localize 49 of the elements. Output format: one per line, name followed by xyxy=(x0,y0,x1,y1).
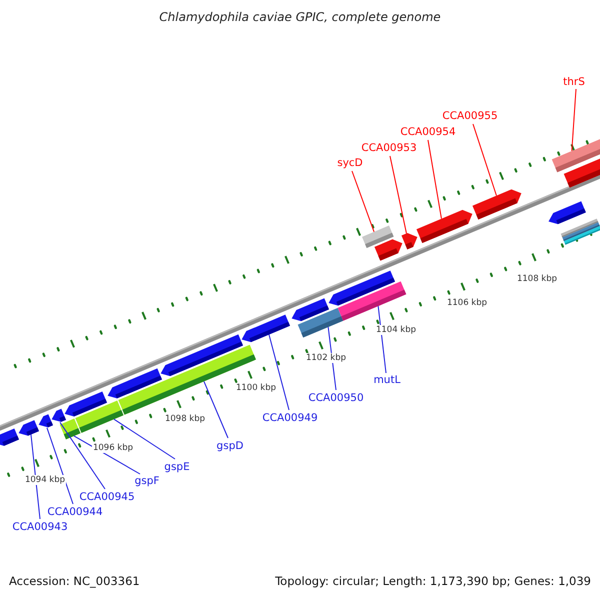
leader-line xyxy=(390,156,407,234)
gene-bar xyxy=(75,400,124,433)
gene-label: CCA00953 xyxy=(361,142,417,154)
gene-bar xyxy=(338,281,406,321)
leader-line xyxy=(59,422,106,490)
gene-label: sycD xyxy=(337,157,363,169)
gene-label: CCA00945 xyxy=(79,491,135,503)
scale-label: 1096 kbp xyxy=(92,443,134,453)
footer-text: Accession: NC_003361 xyxy=(9,574,140,588)
scale-label: 1106 kbp xyxy=(446,298,488,308)
gene-label: CCA00943 xyxy=(12,521,68,533)
gene-bar xyxy=(60,418,80,440)
leader-line xyxy=(352,170,375,232)
gene-label: CCA00944 xyxy=(47,506,103,518)
scale-label: 1102 kbp xyxy=(304,353,348,363)
leader-line xyxy=(428,140,442,220)
scale-label: 1098 kbp xyxy=(164,414,206,424)
gene-label: CCA00949 xyxy=(262,412,318,424)
gene-bar xyxy=(242,314,290,342)
gene-label: thrS xyxy=(563,76,585,88)
scale-label: 1100 kbp xyxy=(234,383,278,393)
gene-bar xyxy=(472,189,522,220)
gene-bar xyxy=(552,136,600,172)
gene-bar xyxy=(118,344,256,415)
map-title: Chlamydophila caviae GPIC, complete genome xyxy=(158,10,442,24)
leader-line xyxy=(268,334,290,410)
scale-label: 1094 kbp xyxy=(24,475,66,485)
leader-line xyxy=(46,427,74,504)
scale-label: 1104 kbp xyxy=(374,325,418,335)
gene-label: CCA00950 xyxy=(308,392,364,404)
gene-bar xyxy=(298,308,344,338)
gene-bar xyxy=(18,420,39,436)
gene-bar xyxy=(416,210,472,244)
gene-label: gspD xyxy=(216,440,244,452)
footer-text: Topology: circular; Length: 1,173,390 bp; Genes: 1,039 xyxy=(275,574,591,588)
gene-bar xyxy=(401,233,418,250)
gene-bar xyxy=(38,414,53,428)
gene-label: mutL xyxy=(374,374,400,386)
leader-line xyxy=(203,380,228,438)
leader-line xyxy=(30,434,40,520)
gene-label: CCA00954 xyxy=(400,126,456,138)
gene-label: gspF xyxy=(134,475,160,487)
gene-label: CCA00955 xyxy=(442,110,498,122)
gene-label: gspE xyxy=(164,461,190,473)
leader-line xyxy=(571,88,576,152)
scale-label: 1108 kbp xyxy=(516,274,558,284)
leader-line xyxy=(113,418,176,460)
leader-line xyxy=(472,124,497,196)
gene-bar xyxy=(52,408,66,422)
